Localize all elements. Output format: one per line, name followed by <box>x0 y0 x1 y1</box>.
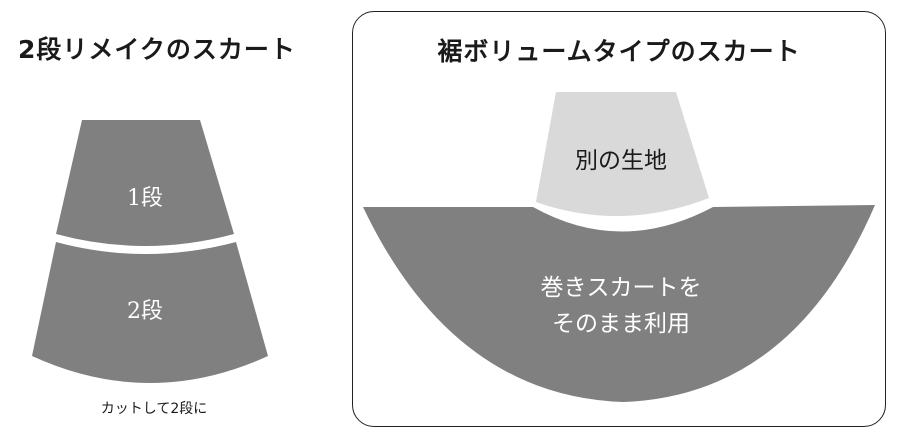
tier-2-shape <box>32 242 268 383</box>
hem-volume-skirt-diagram: 別の生地 巻きスカートを そのまま利用 <box>363 92 875 402</box>
tier-1-shape <box>56 120 234 246</box>
hem-volume-panel: 裾ボリュームタイプのスカート 別の生地 巻きスカートを そのまま利用 <box>352 11 886 427</box>
tier-1-label: 1段 <box>127 186 163 211</box>
other-fabric-shape <box>536 92 709 217</box>
other-fabric-label: 別の生地 <box>575 148 667 174</box>
wrap-skirt-label-line1: 巻きスカートを <box>541 275 702 301</box>
cut-caption: カットして2段に <box>100 401 208 417</box>
two-tier-skirt-diagram: 1段 2段 <box>32 120 268 383</box>
wrap-skirt-label-line2: そのまま利用 <box>552 311 690 337</box>
tier-2-label: 2段 <box>127 299 163 324</box>
left-title: 2段リメイクのスカート <box>18 35 296 64</box>
right-title: 裾ボリュームタイプのスカート <box>437 37 801 66</box>
wrap-skirt-shape <box>363 205 875 402</box>
